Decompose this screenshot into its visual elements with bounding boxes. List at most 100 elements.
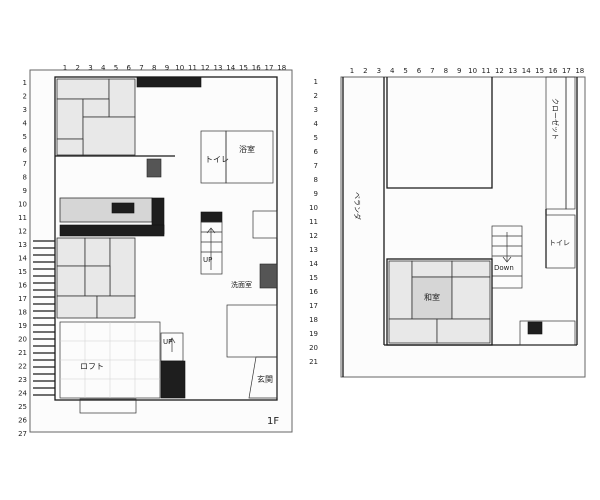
grid-number: 14 (18, 255, 27, 263)
grid-number: 5 (403, 67, 407, 75)
floor1-storage-box (252, 210, 278, 239)
grid-number: 23 (18, 376, 27, 384)
grid-number: 21 (309, 358, 318, 366)
floor2-stair-down-label: Down (494, 264, 514, 272)
grid-number: 15 (535, 67, 544, 75)
grid-number: 6 (417, 67, 422, 75)
grid-number: 11 (188, 64, 197, 72)
grid-number: 16 (549, 67, 558, 75)
grid-number: 9 (23, 187, 27, 195)
floor2-toilet: トイレ (545, 214, 576, 269)
grid-number: 15 (309, 274, 318, 282)
grid-number: 18 (575, 67, 584, 75)
floor1-loft-label: ロフト (80, 362, 104, 371)
grid-number: 2 (314, 92, 318, 100)
grid-number: 18 (18, 309, 27, 317)
floor1-washroom-label: 洗面室 (231, 280, 252, 289)
grid-number: 8 (23, 174, 27, 182)
grid-number: 7 (23, 160, 27, 168)
grid-number: 6 (127, 64, 132, 72)
grid-number: 13 (309, 246, 318, 254)
grid-number: 6 (314, 148, 319, 156)
grid-number: 18 (277, 64, 286, 72)
grid-number: 12 (201, 64, 210, 72)
grid-number: 1 (314, 78, 318, 86)
grid-number: 12 (495, 67, 504, 75)
grid-number: 1 (23, 79, 27, 87)
grid-number: 14 (522, 67, 531, 75)
grid-number: 14 (309, 260, 318, 268)
floor1-row-numbers: 1234567891011121314151617181920212223242… (18, 79, 27, 438)
floor1-counter (59, 197, 165, 237)
grid-number: 21 (18, 349, 27, 357)
grid-number: 20 (309, 344, 318, 352)
floor2-large-room (386, 77, 493, 189)
grid-number: 8 (152, 64, 156, 72)
grid-number: 17 (18, 295, 27, 303)
grid-number: 17 (309, 302, 318, 310)
floor1-stair-up-label-1: UP (203, 256, 212, 264)
grid-number: 15 (18, 268, 27, 276)
grid-number: 9 (165, 64, 169, 72)
grid-number: 7 (314, 162, 318, 170)
grid-number: 11 (482, 67, 491, 75)
floor2-washitsu-label: 和室 (424, 292, 440, 302)
floor2-toilet-label: トイレ (549, 239, 570, 247)
floor1-stair-2: UP (160, 332, 186, 399)
grid-number: 4 (390, 67, 395, 75)
grid-number: 16 (18, 282, 27, 290)
grid-number: 15 (239, 64, 248, 72)
floor1-step-outside (79, 398, 137, 414)
grid-number: 16 (252, 64, 261, 72)
floor1-pillar-1 (146, 158, 162, 178)
grid-number: 1 (350, 67, 354, 75)
grid-number: 9 (457, 67, 461, 75)
floor1-hatch-marks (33, 240, 55, 396)
floor1-toilet-label: トイレ (205, 155, 229, 164)
grid-number: 9 (314, 190, 318, 198)
floor1-pillar-2 (259, 263, 278, 289)
grid-number: 19 (309, 330, 318, 338)
grid-number: 17 (562, 67, 571, 75)
floor1-stair-up-label-2: UP (163, 338, 172, 346)
grid-number: 10 (468, 67, 477, 75)
grid-number: 22 (18, 363, 27, 371)
grid-number: 11 (309, 218, 318, 226)
floor1-tatami-middle (56, 237, 136, 319)
grid-number: 10 (175, 64, 184, 72)
floor2-pillar (527, 321, 543, 335)
grid-number: 2 (23, 93, 27, 101)
floor1-entrance-area (248, 356, 278, 399)
floor2-washitsu: 和室 (386, 258, 493, 346)
grid-number: 3 (88, 64, 92, 72)
floor1-lower-room (226, 304, 278, 358)
floor1-stair-1: UP (200, 211, 223, 275)
grid-number: 2 (76, 64, 80, 72)
grid-number: 11 (18, 214, 27, 222)
grid-number: 7 (139, 64, 143, 72)
grid-number: 16 (309, 288, 318, 296)
grid-number: 1 (63, 64, 67, 72)
floor2-closet: クローゼット (545, 76, 576, 210)
grid-number: 3 (377, 67, 381, 75)
grid-number: 5 (114, 64, 118, 72)
floor2-small-room (519, 320, 576, 346)
grid-number: 4 (314, 120, 319, 128)
floor1-bath-label: 浴室 (239, 144, 255, 154)
grid-number: 3 (314, 106, 318, 114)
grid-number: 13 (18, 241, 27, 249)
grid-number: 12 (309, 232, 318, 240)
grid-number: 2 (363, 67, 367, 75)
floor1-name-label: 1F (267, 416, 279, 427)
floor1-bath-room: 浴室 (225, 130, 274, 184)
grid-number: 25 (18, 403, 27, 411)
floor1-entrance-label: 玄関 (257, 374, 273, 384)
grid-number: 10 (309, 204, 318, 212)
grid-number: 4 (101, 64, 106, 72)
grid-number: 24 (18, 390, 27, 398)
